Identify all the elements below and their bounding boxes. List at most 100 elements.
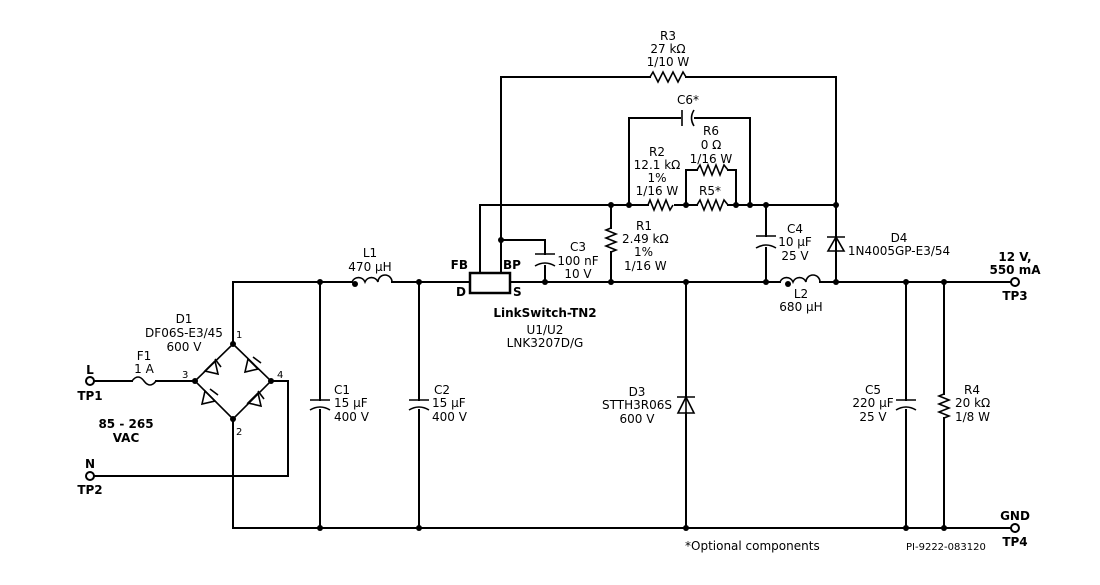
svg-text:1/10 W: 1/10 W (647, 55, 690, 69)
svg-text:R2: R2 (649, 145, 665, 159)
svg-text:1/16 W: 1/16 W (636, 184, 679, 198)
svg-text:D1: D1 (176, 312, 193, 326)
svg-text:DF06S-E3/45: DF06S-E3/45 (145, 326, 223, 340)
d1-label: D1 DF06S-E3/45 600 V 1 2 3 4 (145, 312, 283, 438)
output-labels: 12 V, 550 mA TP3 GND TP4 (989, 250, 1041, 549)
svg-text:85 - 265: 85 - 265 (98, 417, 153, 431)
svg-text:TP4: TP4 (1002, 535, 1027, 549)
svg-text:3: 3 (182, 370, 188, 381)
d1-bridge-rectifier-symbol (193, 342, 273, 421)
svg-text:15 µF: 15 µF (432, 396, 466, 410)
svg-text:1: 1 (236, 330, 242, 341)
svg-text:2.49 kΩ: 2.49 kΩ (622, 232, 669, 246)
svg-text:R6: R6 (703, 124, 719, 138)
d4-label: D4 1N4005GP-E3/54 (848, 231, 950, 258)
svg-text:N: N (85, 457, 95, 471)
svg-text:U1/U2: U1/U2 (527, 323, 564, 337)
svg-text:4: 4 (277, 370, 283, 381)
svg-text:R4: R4 (964, 383, 980, 397)
c5-capacitor-symbol (895, 399, 917, 411)
svg-text:D: D (456, 285, 466, 299)
svg-text:25 V: 25 V (859, 410, 887, 424)
svg-text:FB: FB (451, 258, 468, 272)
d4-diode-symbol (826, 232, 846, 252)
svg-text:27 kΩ: 27 kΩ (650, 42, 685, 56)
svg-text:TP1: TP1 (77, 389, 102, 403)
svg-text:GND: GND (1000, 509, 1030, 523)
c4-capacitor-symbol (755, 235, 777, 249)
svg-text:1/16 W: 1/16 W (624, 259, 667, 273)
u1-label: FB BP D S LinkSwitch-TN2 U1/U2 LNK3207D/… (451, 258, 597, 350)
r2-resistor-symbol (647, 197, 674, 213)
svg-text:VAC: VAC (113, 431, 140, 445)
svg-text:15 µF: 15 µF (334, 396, 368, 410)
optional-components-note: *Optional components (685, 539, 820, 553)
svg-text:LinkSwitch-TN2: LinkSwitch-TN2 (493, 306, 596, 320)
r3-resistor-symbol (649, 70, 687, 84)
l1-label: L1 470 µH (348, 246, 391, 274)
c3-label: C3 100 nF 10 V (557, 240, 598, 281)
svg-text:C4: C4 (787, 222, 803, 236)
r1-label: R1 2.49 kΩ 1% 1/16 W (622, 219, 669, 273)
svg-text:1/8 W: 1/8 W (955, 410, 990, 424)
svg-text:400 V: 400 V (334, 410, 370, 424)
svg-text:20 kΩ: 20 kΩ (955, 396, 990, 410)
c1-label: C1 15 µF 400 V (334, 383, 370, 424)
u1-ic-symbol (468, 271, 512, 295)
r4-resistor-symbol (936, 393, 952, 419)
svg-text:D3: D3 (629, 385, 646, 399)
l2-inductor-symbol (779, 274, 821, 287)
c6-label: C6* (677, 93, 699, 107)
svg-text:1 A: 1 A (134, 362, 154, 376)
svg-text:400 V: 400 V (432, 410, 468, 424)
svg-text:L1: L1 (363, 246, 377, 260)
svg-text:D4: D4 (891, 231, 908, 245)
d3-label: D3 STTH3R06S 600 V (602, 385, 672, 426)
svg-text:1%: 1% (647, 171, 666, 185)
svg-text:680 µH: 680 µH (779, 300, 822, 314)
svg-text:F1: F1 (137, 349, 152, 363)
svg-text:S: S (513, 285, 522, 299)
r4-label: R4 20 kΩ 1/8 W (955, 383, 990, 424)
svg-text:600 V: 600 V (167, 340, 203, 354)
c3-capacitor-symbol (534, 253, 556, 267)
svg-text:220 µF: 220 µF (852, 396, 893, 410)
r5-resistor-symbol (696, 197, 729, 213)
svg-text:25 V: 25 V (781, 249, 809, 263)
d3-diode-symbol (676, 395, 696, 414)
svg-text:470 µH: 470 µH (348, 260, 391, 274)
c2-label: C2 15 µF 400 V (432, 383, 468, 424)
c1-capacitor-symbol (309, 399, 331, 411)
svg-text:12 V,: 12 V, (998, 250, 1031, 264)
svg-text:10 V: 10 V (564, 267, 592, 281)
svg-text:R1: R1 (636, 219, 652, 233)
svg-text:2: 2 (236, 427, 242, 438)
svg-text:1%: 1% (634, 245, 653, 259)
svg-text:L: L (86, 363, 94, 377)
svg-text:0 Ω: 0 Ω (701, 138, 722, 152)
test-points (85, 277, 1020, 533)
r3-label: R3 27 kΩ 1/10 W (647, 29, 690, 69)
input-labels: L TP1 N TP2 85 - 265 VAC (77, 363, 153, 497)
r6-resistor-symbol (696, 162, 729, 178)
svg-text:100 nF: 100 nF (557, 254, 598, 268)
f1-fuse-symbol (131, 376, 157, 386)
r2-label: R2 12.1 kΩ 1% 1/16 W (634, 145, 681, 198)
svg-text:600 V: 600 V (620, 412, 656, 426)
svg-text:R3: R3 (660, 29, 676, 43)
svg-text:1N4005GP-E3/54: 1N4005GP-E3/54 (848, 244, 950, 258)
l2-label: L2 680 µH (779, 287, 822, 314)
svg-text:C5: C5 (865, 383, 881, 397)
svg-text:TP2: TP2 (77, 483, 102, 497)
svg-text:C1: C1 (334, 383, 350, 397)
f1-label: F1 1 A (134, 349, 154, 376)
r6-label: R6 0 Ω 1/16 W (690, 124, 733, 166)
svg-text:TP3: TP3 (1002, 289, 1027, 303)
svg-text:LNK3207D/G: LNK3207D/G (507, 336, 584, 350)
r1-resistor-symbol (603, 227, 619, 253)
svg-text:L2: L2 (794, 287, 808, 301)
svg-text:STTH3R06S: STTH3R06S (602, 398, 672, 412)
l1-inductor-symbol (351, 274, 393, 287)
svg-text:550 mA: 550 mA (989, 263, 1041, 277)
